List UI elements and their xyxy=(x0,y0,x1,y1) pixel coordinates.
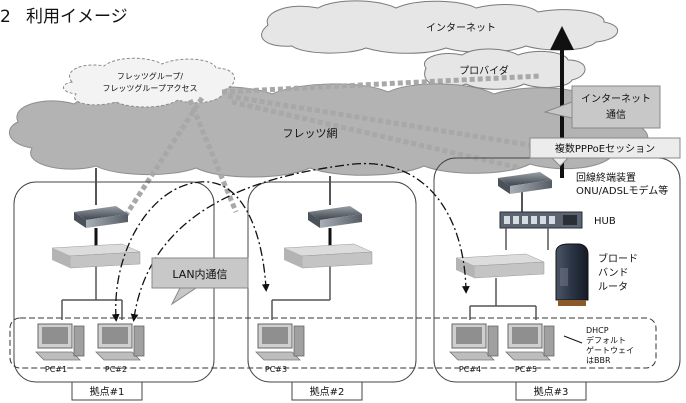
site-2-equipment xyxy=(271,176,373,320)
hub-device xyxy=(499,211,583,229)
router-label-1: ブロード xyxy=(598,252,638,265)
site-3-equipment xyxy=(455,172,589,320)
pc-4 xyxy=(449,323,499,361)
lan-curve-site1-site3 xyxy=(130,162,470,322)
router-label-2: バンド xyxy=(598,267,629,279)
internet-comm-callout: インターネット 通信 xyxy=(543,85,661,129)
lan-comm-curves xyxy=(111,162,470,322)
onu-label-2: ONU/ADSLモデム等 xyxy=(576,184,668,197)
lan-band xyxy=(9,317,657,369)
lan-comm-callout: LAN内通信 xyxy=(151,257,249,306)
dhcp-label-1: DHCP xyxy=(586,326,609,335)
internet-comm-label-2: 通信 xyxy=(606,109,626,121)
internet-cloud: インターネット xyxy=(261,0,618,54)
section-title: 利用イメージ xyxy=(26,7,128,27)
site-label-3-box: 拠点#3 xyxy=(515,381,587,401)
dashed-path-to-provider xyxy=(221,73,541,95)
router-device-site1 xyxy=(51,243,141,269)
pc-label-4: PC#4 xyxy=(459,365,481,374)
dhcp-note: DHCP デフォルト ゲートウェイ はBBR xyxy=(563,326,634,365)
site-label-3: 拠点#3 xyxy=(534,385,569,398)
flets-group-label-2: フレッツグループアクセス xyxy=(102,83,197,93)
onu-device-site1 xyxy=(74,206,128,228)
pc-5 xyxy=(505,323,555,361)
site-label-1-box: 拠点#1 xyxy=(71,381,143,401)
pc-label-3: PC#3 xyxy=(265,365,287,374)
pc-3 xyxy=(255,323,305,361)
dashed-path-site2 xyxy=(187,99,239,213)
dashed-path-to-internet xyxy=(227,93,561,153)
pc-label-5: PC#5 xyxy=(515,365,537,374)
lan-comm-label: LAN内通信 xyxy=(172,267,227,281)
pppoe-dashed-paths xyxy=(123,73,561,217)
onu-label-1: 回線終端装置 xyxy=(576,171,636,184)
onu-device-site3 xyxy=(498,172,552,194)
internet-comm-label-1: インターネット xyxy=(581,93,651,105)
site-label-1: 拠点#1 xyxy=(90,385,125,398)
broadband-router-device xyxy=(555,243,589,306)
dashed-path-site1 xyxy=(123,96,205,217)
pc-label-2: PC#2 xyxy=(105,365,127,374)
site-label-2: 拠点#2 xyxy=(310,385,345,398)
flets-group-cloud: フレッツグループ/ フレッツグループアクセス xyxy=(63,57,235,108)
pc-1 xyxy=(35,323,85,361)
flets-group-label-1: フレッツグループ/ xyxy=(117,71,184,81)
router-device-site2 xyxy=(283,243,373,269)
internet-cloud-label: インターネット xyxy=(426,22,496,34)
pppoe-callout: 複数PPPoEセッション xyxy=(529,137,681,167)
dhcp-label-3: ゲートウェイ xyxy=(586,345,634,355)
site-1-equipment xyxy=(51,168,141,320)
flets-net-label: フレッツ網 xyxy=(283,126,338,140)
dhcp-label-4: はBBR xyxy=(586,356,611,365)
pc-2 xyxy=(95,323,145,361)
router-label-3: ルータ xyxy=(598,281,628,293)
onu-device-site2 xyxy=(308,206,362,228)
dashed-path-site3 xyxy=(231,99,521,171)
provider-cloud-label: プロバイダ xyxy=(459,64,509,77)
dhcp-label-2: デフォルト xyxy=(586,335,626,345)
pc-label-1: PC#1 xyxy=(45,365,67,374)
hub-label: HUB xyxy=(594,216,616,227)
pppoe-label: 複数PPPoEセッション xyxy=(555,142,655,155)
site-label-2-box: 拠点#2 xyxy=(291,381,363,401)
lan-curve-site1-site2 xyxy=(111,181,270,322)
router-device-site3 xyxy=(455,253,545,279)
section-number: 2 xyxy=(0,7,11,27)
